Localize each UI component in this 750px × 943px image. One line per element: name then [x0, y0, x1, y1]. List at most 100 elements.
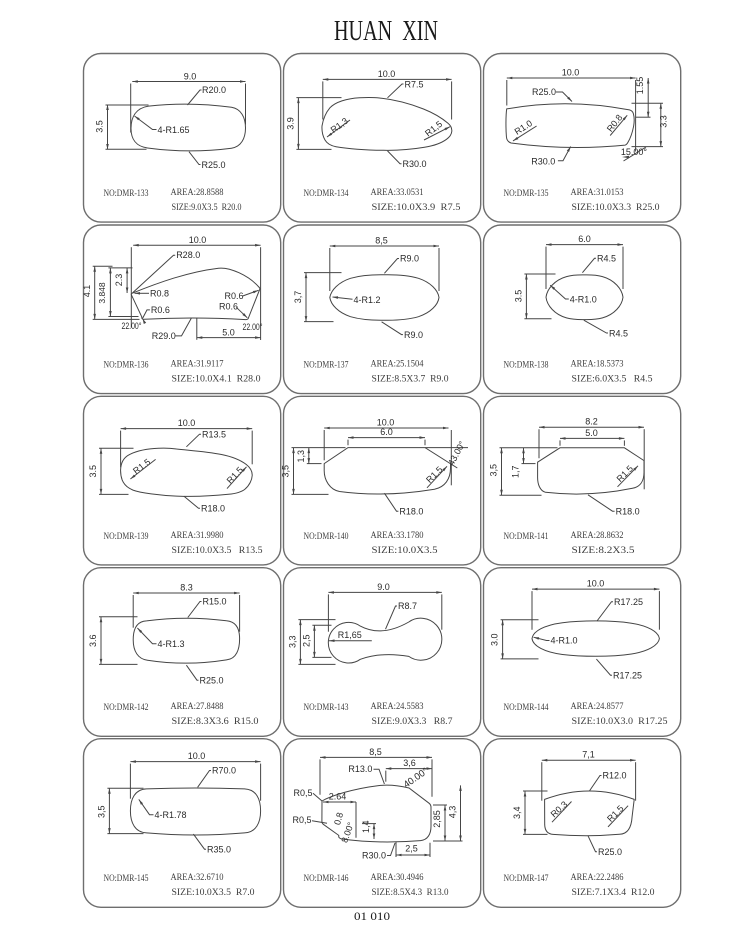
svg-text:4-R1.3: 4-R1.3: [158, 639, 185, 649]
svg-text:NO:DMR-137: NO:DMR-137: [304, 361, 349, 371]
svg-text:SIZE:8.3X3.6 R15.0: SIZE:8.3X3.6 R15.0: [172, 717, 259, 727]
svg-text:4-R1.78: 4-R1.78: [155, 810, 187, 820]
svg-text:NO:DMR-136: NO:DMR-136: [104, 361, 149, 371]
svg-text:AREA:28.8632: AREA:28.8632: [571, 531, 624, 541]
svg-text:SIZE:7.1X3.4 R12.0: SIZE:7.1X3.4 R12.0: [572, 888, 655, 898]
svg-text:3.6: 3.6: [88, 634, 98, 647]
svg-text:3,6: 3,6: [403, 758, 416, 768]
svg-text:2.3: 2.3: [114, 274, 124, 287]
svg-text:AREA:24.5583: AREA:24.5583: [371, 702, 424, 712]
svg-text:R30.0: R30.0: [531, 156, 555, 166]
svg-text:R4.5: R4.5: [609, 328, 628, 338]
svg-text:10.0: 10.0: [377, 418, 395, 428]
svg-text:R9.0: R9.0: [400, 254, 419, 264]
svg-text:SIZE:9.0X3.3 R8.7: SIZE:9.0X3.3 R8.7: [372, 717, 453, 727]
svg-text:AREA:30.4946: AREA:30.4946: [371, 873, 424, 883]
svg-text:10.0: 10.0: [178, 418, 196, 428]
svg-text:R9.0: R9.0: [404, 330, 423, 340]
svg-text:R0.8: R0.8: [150, 288, 169, 298]
svg-text:8,5: 8,5: [375, 236, 388, 246]
svg-text:NO:DMR-142: NO:DMR-142: [104, 703, 149, 713]
svg-text:SIZE:10.0X3.9 R7.5: SIZE:10.0X3.9 R7.5: [372, 203, 461, 213]
svg-text:AREA:33.0531: AREA:33.0531: [371, 188, 424, 198]
svg-text:9.0: 9.0: [377, 582, 390, 592]
svg-text:2.64: 2.64: [329, 792, 347, 802]
svg-text:SIZE:6.0X3.5 R4.5: SIZE:6.0X3.5 R4.5: [572, 375, 653, 385]
svg-text:R30.0: R30.0: [403, 159, 427, 169]
svg-text:AREA:31.9980: AREA:31.9980: [171, 531, 224, 541]
svg-text:SIZE:10.0X3.0 R17.25: SIZE:10.0X3.0 R17.25: [572, 717, 668, 727]
svg-text:R25.0: R25.0: [532, 87, 556, 97]
svg-text:R13.0: R13.0: [348, 764, 372, 774]
svg-text:NO:DMR-140: NO:DMR-140: [304, 532, 349, 542]
svg-text:SIZE:8.5X3.7 R9.0: SIZE:8.5X3.7 R9.0: [372, 375, 449, 385]
svg-text:SIZE:8.5X4.3 R13.0: SIZE:8.5X4.3 R13.0: [372, 888, 449, 898]
svg-text:AREA:31.0153: AREA:31.0153: [571, 188, 624, 198]
svg-text:NO:DMR-139: NO:DMR-139: [104, 532, 149, 542]
svg-text:5.0: 5.0: [222, 327, 235, 337]
svg-text:AREA:25.1504: AREA:25.1504: [371, 360, 424, 370]
svg-text:R17.25: R17.25: [613, 670, 642, 680]
svg-text:SIZE:10.0X3.5: SIZE:10.0X3.5: [372, 546, 438, 556]
svg-text:AREA:22.2486: AREA:22.2486: [571, 873, 624, 883]
svg-text:4,3: 4,3: [448, 806, 458, 819]
svg-text:10.0: 10.0: [562, 68, 580, 78]
svg-text:4-R1.2: 4-R1.2: [354, 295, 381, 305]
svg-text:R8.7: R8.7: [398, 601, 417, 611]
svg-text:2,5: 2,5: [301, 634, 311, 647]
svg-text:R12.0: R12.0: [603, 771, 627, 781]
svg-text:NO:DMR-143: NO:DMR-143: [304, 703, 349, 713]
svg-text:R70.0: R70.0: [212, 766, 236, 776]
svg-text:NO:DMR-141: NO:DMR-141: [504, 532, 549, 542]
svg-text:10.0: 10.0: [188, 751, 206, 761]
svg-text:SIZE:8.2X3.5: SIZE:8.2X3.5: [572, 546, 635, 556]
svg-text:SIZE:10.0X4.1 R28.0: SIZE:10.0X4.1 R28.0: [172, 375, 261, 385]
svg-text:AREA:31.9117: AREA:31.9117: [171, 360, 224, 370]
svg-text:3,5: 3,5: [489, 464, 499, 477]
svg-text:SIZE:9.0X3.5 R20.0: SIZE:9.0X3.5 R20.0: [172, 203, 242, 213]
svg-text:SIZE:10.0X3.5 R13.5: SIZE:10.0X3.5 R13.5: [172, 546, 263, 556]
svg-text:R18.0: R18.0: [399, 506, 423, 516]
svg-text:1,3: 1,3: [296, 450, 306, 463]
svg-text:3.9: 3.9: [285, 117, 295, 130]
svg-text:1,4: 1,4: [361, 820, 371, 833]
svg-text:5.0: 5.0: [585, 428, 598, 438]
svg-text:R1,65: R1,65: [338, 630, 362, 640]
svg-text:R25.0: R25.0: [598, 847, 622, 857]
svg-text:NO:DMR-138: NO:DMR-138: [504, 361, 549, 371]
svg-text:R25.0: R25.0: [200, 676, 224, 686]
svg-text:NO:DMR-133: NO:DMR-133: [104, 189, 149, 199]
svg-text:3,3: 3,3: [287, 635, 297, 648]
svg-text:4-R1.0: 4-R1.0: [551, 636, 578, 646]
svg-text:AREA:27.8488: AREA:27.8488: [171, 702, 224, 712]
svg-text:AREA:32.6710: AREA:32.6710: [171, 873, 224, 883]
svg-text:R17.25: R17.25: [614, 597, 643, 607]
svg-text:10.0: 10.0: [189, 235, 207, 245]
svg-text:HUAN XIN: HUAN XIN: [334, 16, 438, 47]
svg-text:22.00°: 22.00°: [243, 322, 263, 332]
svg-text:R35.0: R35.0: [207, 845, 231, 855]
svg-text:8.2: 8.2: [585, 417, 598, 427]
svg-text:R29.0: R29.0: [152, 331, 176, 341]
svg-text:3.0: 3.0: [490, 633, 500, 646]
svg-text:NO:DMR-144: NO:DMR-144: [504, 703, 549, 713]
svg-text:2,85: 2,85: [432, 810, 442, 828]
svg-text:3.848: 3.848: [97, 282, 107, 304]
svg-text:3.5: 3.5: [513, 290, 523, 303]
svg-text:R18.0: R18.0: [616, 506, 640, 516]
svg-text:3.5: 3.5: [95, 120, 105, 133]
svg-text:R18.0: R18.0: [201, 504, 225, 514]
svg-text:SIZE:10.0X3.5 R7.0: SIZE:10.0X3.5 R7.0: [172, 888, 255, 898]
svg-text:NO:DMR-147: NO:DMR-147: [504, 874, 549, 884]
svg-text:3.5: 3.5: [88, 465, 98, 478]
svg-text:3,4: 3,4: [512, 806, 522, 819]
svg-text:AREA:24.8577: AREA:24.8577: [571, 702, 624, 712]
svg-text:8,5: 8,5: [369, 747, 382, 757]
svg-text:15.00°: 15.00°: [621, 147, 648, 157]
svg-text:R0.6: R0.6: [151, 305, 170, 315]
svg-text:AREA:28.8588: AREA:28.8588: [171, 188, 224, 198]
svg-text:4-R1.65: 4-R1.65: [158, 125, 190, 135]
svg-text:R15.0: R15.0: [203, 597, 227, 607]
svg-text:22.00°: 22.00°: [122, 321, 142, 331]
svg-text:3,7: 3,7: [293, 291, 303, 304]
